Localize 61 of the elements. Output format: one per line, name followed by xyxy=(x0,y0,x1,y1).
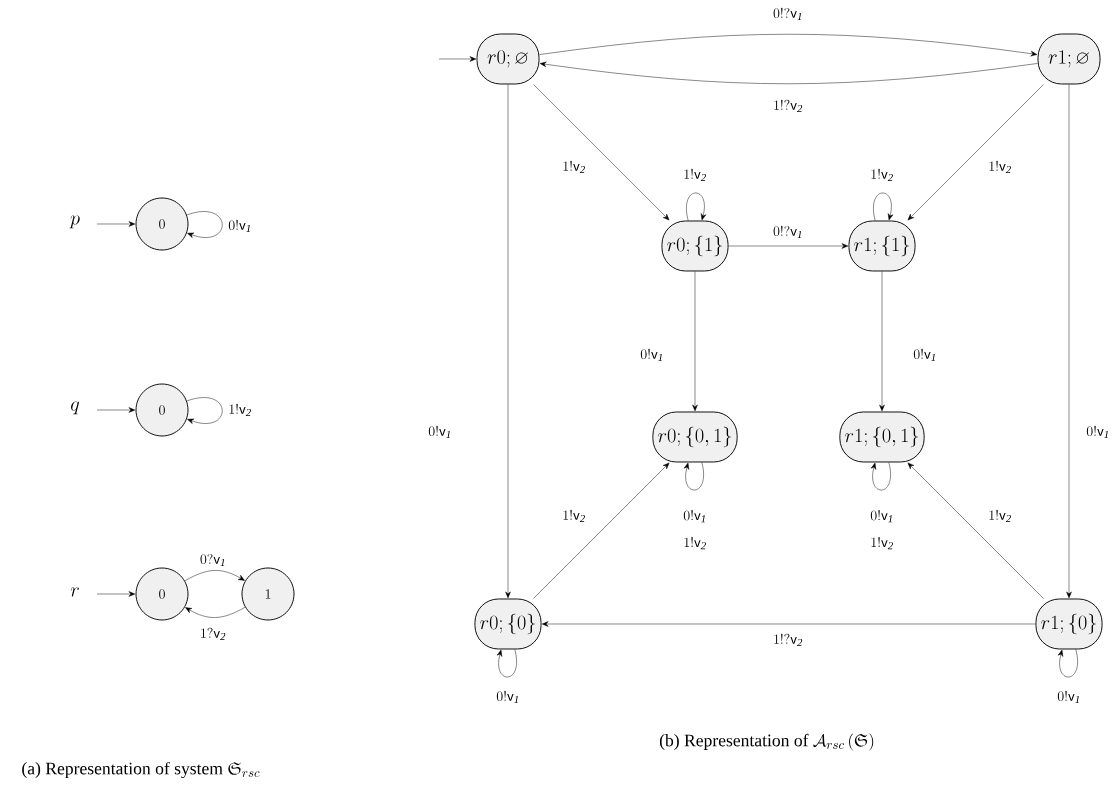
process-name: $r$ xyxy=(70,587,79,597)
arrow xyxy=(438,56,477,62)
edge-label: $\begin{array}{c}0!\mathsf{v}_{\mathit{1}}\\[8pt]1!\mathsf{v}_{\mathit{2}}\end{array}$ xyxy=(863,506,901,554)
state-box: $r0;\varnothing$ xyxy=(476,33,540,85)
edge-label: $1!\mathsf{v}_{\mathit{2}}$ xyxy=(561,159,587,175)
arrow xyxy=(96,407,136,413)
arrow xyxy=(533,462,670,599)
arrow xyxy=(96,221,136,227)
edge-label: $0!\mathsf{v}_{\mathit{1}}$ xyxy=(912,347,938,363)
edge-label: $1?\mathsf{v}_{\mathit{2}}$ xyxy=(198,626,228,642)
arrow xyxy=(879,271,885,412)
edge-label: $1!\mathsf{v}_{\mathit{2}}$ xyxy=(987,159,1013,175)
arrow xyxy=(728,243,849,249)
self-loop-arrow xyxy=(186,397,223,424)
arrow xyxy=(1066,84,1072,599)
process-name: $p$ xyxy=(69,215,80,229)
caption: $\text{(a) Representation of system }\mathfrak{S}_{rsc}$ xyxy=(22,761,260,779)
arrow xyxy=(541,621,1036,627)
state-box: $r1;\{1\}$ xyxy=(848,220,916,272)
self-loop-arrow xyxy=(683,462,704,491)
arrow xyxy=(533,84,670,221)
edge-label: $0!\mathsf{v}_{\mathit{1}}$ xyxy=(1085,424,1111,440)
arrow xyxy=(907,462,1044,599)
state-box: $r1;\varnothing$ xyxy=(1037,33,1101,85)
self-loop-arrow xyxy=(186,211,223,238)
edge-label: $0!\mathsf{v}_{\mathit{1}}$ xyxy=(1056,689,1082,705)
edge-label: $0!\mathsf{v}_{\mathit{1}}$ xyxy=(427,424,453,440)
state-box: $r1;\{0\}$ xyxy=(1035,598,1103,650)
arrow xyxy=(539,61,1038,84)
state-box: $r0;\{0,1\}$ xyxy=(652,411,738,463)
self-loop-arrow xyxy=(496,649,517,678)
edge-label: $0!\mathsf{v}_{\mathit{1}}$ xyxy=(227,218,253,234)
state-box: $r0;\{1\}$ xyxy=(661,220,729,272)
arrow xyxy=(692,271,698,412)
edge-label: $0?\mathsf{v}_{\mathit{1}}$ xyxy=(198,552,228,568)
arrow xyxy=(185,607,246,618)
edge-label: $0!\mathsf{v}_{\mathit{1}}$ xyxy=(639,347,665,363)
edge-label: $\begin{array}{c}0!\mathsf{v}_{\mathit{1}}\\[8pt]1!\mathsf{v}_{\mathit{2}}\end{array}$ xyxy=(676,506,714,554)
edge-label: $1!\mathsf{v}_{\mathit{2}}$ xyxy=(561,508,587,524)
edge-label: $1!?\mathsf{v}_{\mathit{2}}$ xyxy=(771,98,805,114)
edge-label: $1!\mathsf{v}_{\mathit{2}}$ xyxy=(987,508,1013,524)
edge-label: $0!\mathsf{v}_{\mathit{1}}$ xyxy=(495,689,521,705)
self-loop-arrow xyxy=(686,192,707,221)
self-loop-arrow xyxy=(873,192,894,221)
arrow xyxy=(184,570,245,581)
arrow xyxy=(96,591,136,597)
arrow xyxy=(505,84,511,599)
caption: $\text{(b) Representation of }\mathcal{A}_{rsc}\left(\mathfrak{S}\right)$ xyxy=(659,733,874,751)
edge-label: $1!\mathsf{v}_{\mathit{2}}$ xyxy=(869,167,895,183)
self-loop-arrow xyxy=(1057,649,1078,678)
arrow xyxy=(907,84,1044,221)
state-box: $r1;\{0,1\}$ xyxy=(839,411,925,463)
edge-label: $0!?\mathsf{v}_{\mathit{1}}$ xyxy=(771,6,805,22)
arrow xyxy=(539,34,1038,57)
edge-label: $1!\mathsf{v}_{\mathit{2}}$ xyxy=(227,402,253,418)
edge-label: $0!?\mathsf{v}_{\mathit{1}}$ xyxy=(771,224,805,240)
edge-label: $1!?\mathsf{v}_{\mathit{2}}$ xyxy=(771,632,805,648)
edge-label: $1!\mathsf{v}_{\mathit{2}}$ xyxy=(682,167,708,183)
process-name: $q$ xyxy=(71,401,80,415)
state-box: $r0;\{0\}$ xyxy=(474,598,542,650)
self-loop-arrow xyxy=(870,462,891,491)
